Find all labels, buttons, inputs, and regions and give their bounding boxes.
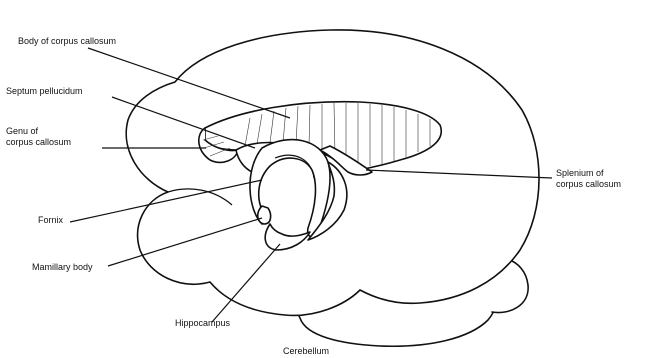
- label-genu-line2: corpus callosum: [6, 137, 71, 148]
- label-mamillary-body: Mamillary body: [32, 262, 93, 273]
- label-splenium-line2: corpus callosum: [556, 179, 621, 190]
- label-splenium-of-corpus-callosum: Splenium of corpus callosum: [556, 168, 621, 190]
- label-fornix: Fornix: [38, 215, 63, 226]
- label-hippocampus: Hippocampus: [175, 318, 230, 329]
- label-cerebellum: Cerebellum: [283, 346, 329, 357]
- mamillary-body-shape: [258, 206, 271, 224]
- label-genu-of-corpus-callosum: Genu of corpus callosum: [6, 126, 71, 148]
- label-septum-pellucidum: Septum pellucidum: [6, 86, 83, 97]
- label-splenium-line1: Splenium of: [556, 168, 621, 179]
- label-body-of-corpus-callosum: Body of corpus callosum: [18, 36, 116, 47]
- label-genu-line1: Genu of: [6, 126, 71, 137]
